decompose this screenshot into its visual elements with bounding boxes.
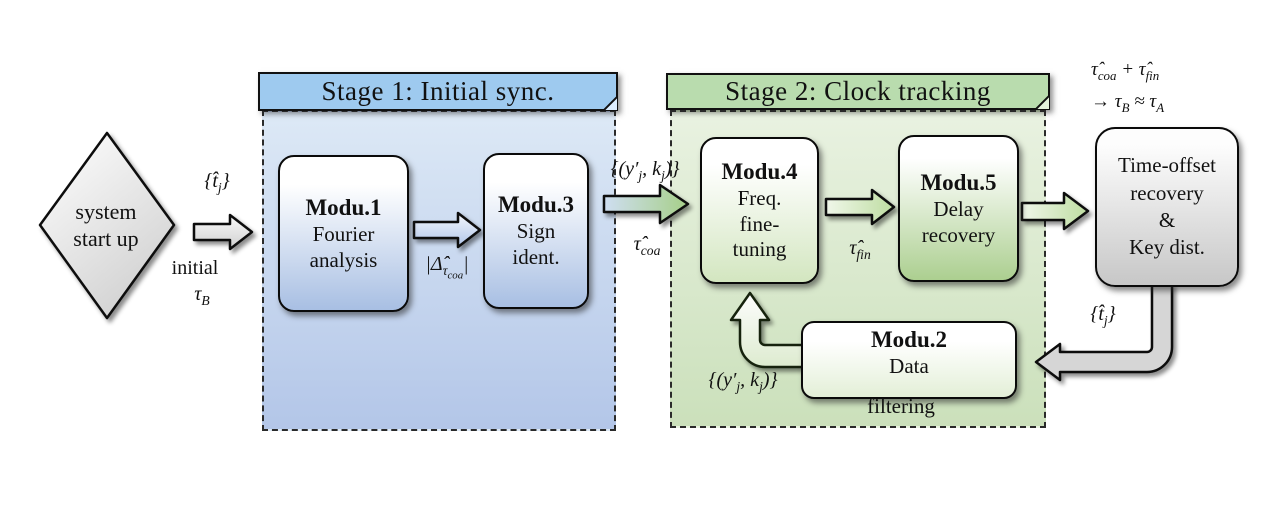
output-line4: Key dist. xyxy=(1129,235,1205,260)
modu5-box: Modu.5 Delay recovery xyxy=(898,135,1019,282)
math-s1: j xyxy=(638,168,643,183)
start-diamond-text: system start up xyxy=(73,198,138,252)
modu2-box: Modu.2 Data xyxy=(801,321,1017,399)
label-tau-fin: τ̂fin xyxy=(849,237,871,263)
modu1-title: Modu.1 xyxy=(305,194,382,220)
math-p3: )} xyxy=(664,158,680,180)
math-sub: fin xyxy=(856,247,871,262)
math-s2: A xyxy=(1156,99,1165,115)
label-tau-coa: τ̂coa xyxy=(634,233,661,259)
math-base: {t̂ xyxy=(204,170,218,192)
math-s1: coa xyxy=(1097,67,1117,83)
math-sub: τcoa xyxy=(442,263,464,282)
math-s1: j xyxy=(736,379,741,394)
modu1-line1: Fourier xyxy=(312,221,375,246)
arrow-modu1-to-modu3 xyxy=(412,211,482,249)
stage1-ribbon-fold-icon xyxy=(600,93,619,112)
math-base: |Δ̂ xyxy=(425,253,443,275)
label-tj-1: {t̂j} xyxy=(204,170,229,196)
modu4-line3: tuning xyxy=(732,237,787,262)
math-s2: j xyxy=(661,168,665,183)
arrow-modu4-to-modu5 xyxy=(824,188,896,226)
math-close: } xyxy=(221,170,230,192)
modu3-title: Modu.3 xyxy=(497,192,575,218)
modu1-box: Modu.1 Fourier analysis xyxy=(278,155,409,312)
math-base: τ̂ xyxy=(849,237,857,259)
math-sub: j xyxy=(1103,313,1108,328)
stage2-ribbon-fold-icon xyxy=(1032,92,1051,111)
modu5-title: Modu.5 xyxy=(920,169,997,195)
arrow-start-to-stage1 xyxy=(192,213,254,251)
label-tau-b: τB xyxy=(194,283,209,309)
modu4-title: Modu.4 xyxy=(721,159,798,185)
modu2-overflow-label: filtering xyxy=(867,394,935,418)
math-p2: , k xyxy=(642,158,662,180)
modu3-line2: ident. xyxy=(512,245,560,270)
label-yk-2: {(y′j, kj)} xyxy=(708,369,777,395)
modu3-box: Modu.3 Sign ident. xyxy=(483,153,589,309)
modu1-line2: analysis xyxy=(309,247,378,272)
math-p1: τ̂ xyxy=(1091,59,1098,80)
math-p2: , k xyxy=(740,369,760,391)
math-sub-sub: coa xyxy=(447,269,464,282)
math-close: | xyxy=(463,253,469,275)
modu4-line1: Freq. xyxy=(737,186,782,211)
label-initial: initial xyxy=(171,257,219,279)
elbow-arrow-output-to-modu2 xyxy=(1034,282,1174,382)
modu2-line1: Data xyxy=(889,354,929,379)
math-s2: j xyxy=(759,379,763,394)
output-line1: Time-offset xyxy=(1117,153,1216,178)
stage2-header-label: Stage 2: Clock tracking xyxy=(725,76,991,106)
math-s2: fin xyxy=(1145,67,1160,83)
math-base: τ xyxy=(194,283,202,305)
arrow-stage1-to-stage2 xyxy=(602,183,690,225)
math-p1: → τ xyxy=(1091,90,1122,112)
output-box: Time-offset recovery & Key dist. xyxy=(1095,127,1239,287)
modu4-line2: fine- xyxy=(739,211,780,236)
label-result: τ̂coa + τ̂fin → τB ≈ τA xyxy=(1091,57,1164,121)
result-line2: → τB ≈ τA xyxy=(1091,89,1164,121)
modu3-line1: Sign xyxy=(516,219,556,244)
math-p3: )} xyxy=(762,369,778,391)
curved-arrow-modu2-to-modu4 xyxy=(729,291,808,369)
math-sub: coa xyxy=(640,243,661,258)
stage2-header-ribbon: Stage 2: Clock tracking xyxy=(666,73,1051,111)
label-yk-1: {(y′j, kj)} xyxy=(610,158,679,184)
math-p1: {(y′ xyxy=(708,369,737,391)
output-line2: recovery xyxy=(1130,180,1204,205)
math-sub: B xyxy=(201,293,210,308)
math-p2: ≈ τ xyxy=(1129,90,1157,112)
stage1-header-label: Stage 1: Initial sync. xyxy=(321,76,555,106)
modu2-title: Modu.2 xyxy=(870,327,948,352)
start-line2: start up xyxy=(73,226,139,251)
math-s1: B xyxy=(1121,99,1130,115)
math-base: τ̂ xyxy=(633,233,641,255)
output-line3: & xyxy=(1158,208,1176,232)
stage1-header-ribbon: Stage 1: Initial sync. xyxy=(258,72,619,112)
result-line1: τ̂coa + τ̂fin xyxy=(1091,57,1164,89)
math-p1: {(y′ xyxy=(610,158,639,180)
math-base: {t̂ xyxy=(1090,303,1104,325)
modu5-line2: recovery xyxy=(921,222,996,247)
math-p2: + τ̂ xyxy=(1116,59,1146,80)
start-diamond-shape xyxy=(38,131,176,320)
math-close: } xyxy=(1107,303,1116,325)
modu5-line1: Delay xyxy=(933,196,984,221)
modu4-box: Modu.4 Freq. fine- tuning xyxy=(700,137,819,284)
start-line1: system xyxy=(75,199,137,224)
label-tj-2: {t̂j} xyxy=(1090,303,1115,329)
label-delta-coa: |Δ̂τcoa| xyxy=(425,253,468,282)
math-sub-base: τ xyxy=(442,263,448,278)
math-sub: j xyxy=(217,180,222,195)
arrow-modu5-to-output xyxy=(1020,191,1090,231)
